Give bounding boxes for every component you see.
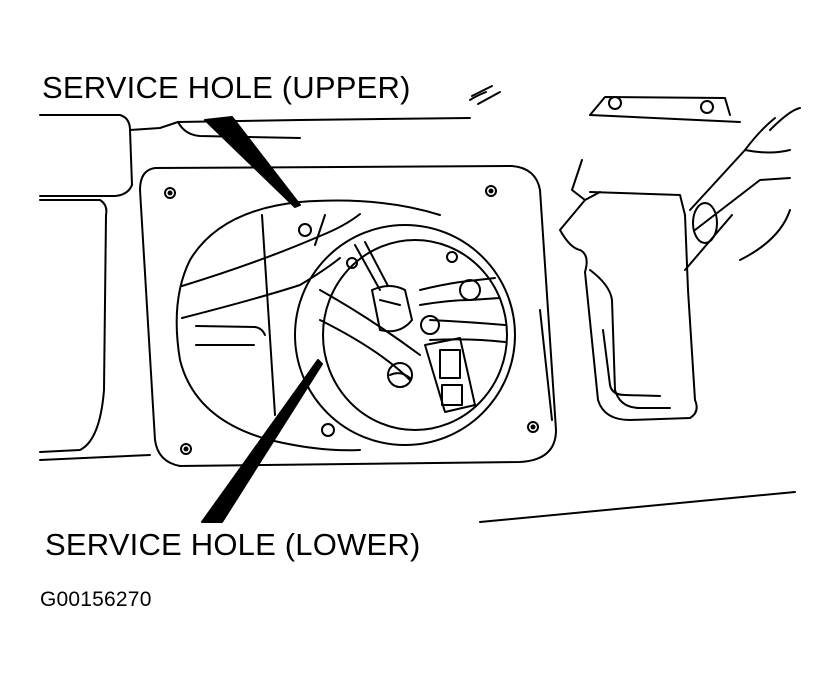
tank-edge (40, 86, 795, 522)
label-service-hole-lower: SERVICE HOLE (LOWER) (45, 527, 421, 562)
service-hole-lower (295, 225, 515, 445)
left-body-panel (40, 115, 300, 452)
service-hole-upper (177, 201, 440, 451)
leader-arrow-upper (205, 117, 300, 207)
label-service-hole-upper: SERVICE HOLE (UPPER) (42, 70, 411, 105)
leader-arrow-lower (202, 360, 322, 522)
plate-bolt (165, 186, 538, 454)
right-body-bracket (560, 97, 800, 420)
lower-right-bracket-edge (540, 310, 552, 420)
mounting-plate (140, 166, 556, 466)
figure-id: G00156270 (40, 588, 152, 611)
